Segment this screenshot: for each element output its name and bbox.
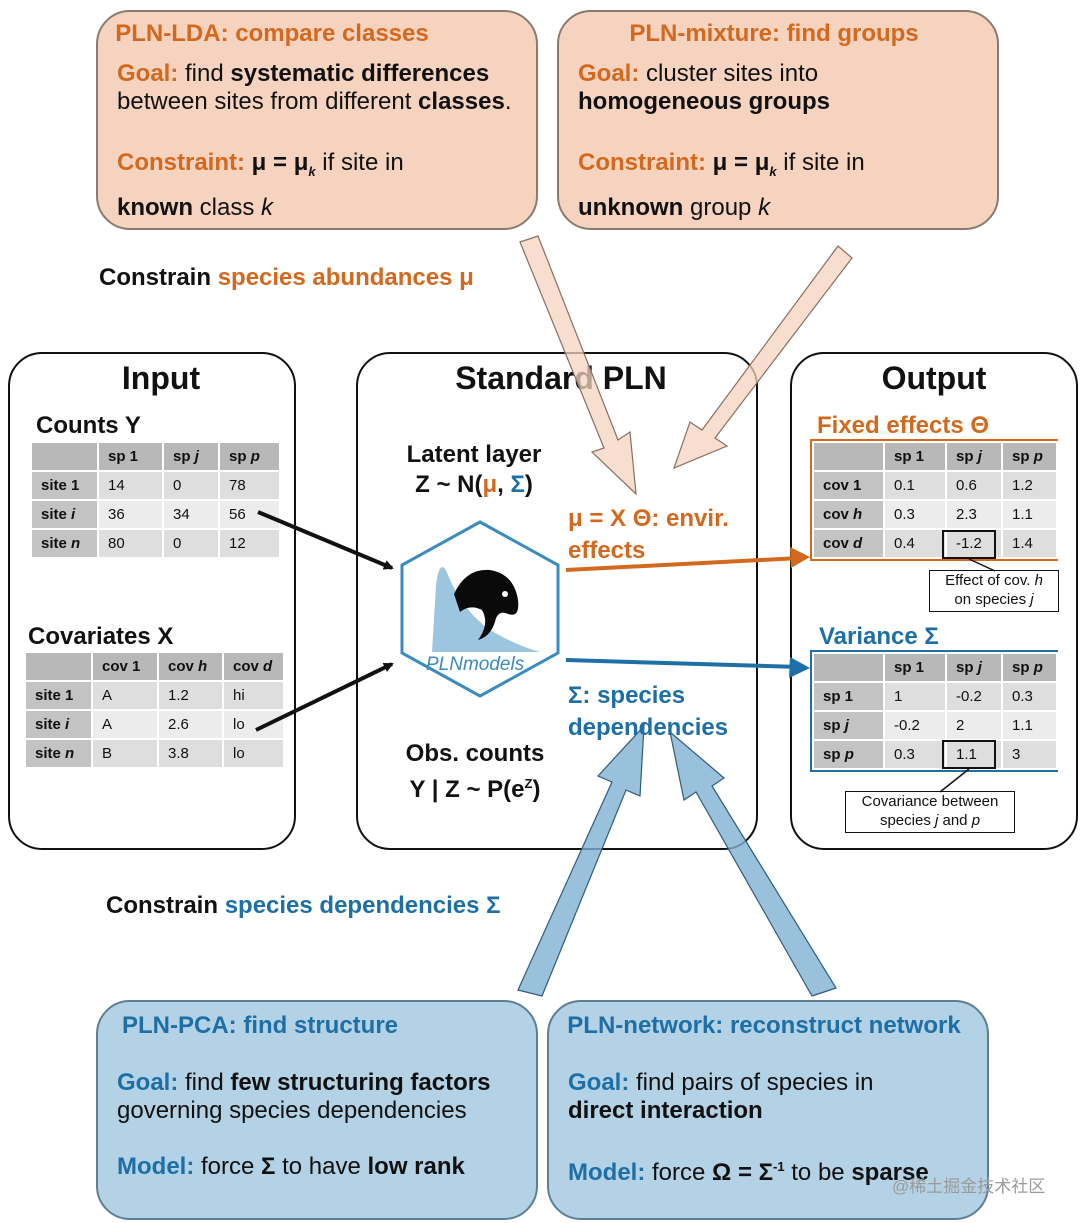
- output-title: Output: [881, 360, 987, 396]
- fixed-effect-note: Effect of cov. h on species j: [929, 570, 1059, 612]
- constrain-sigma-label: Constrain species dependencies Σ: [106, 892, 501, 919]
- pln-network-model: Model: force Ω = Σ-1 to be sparse: [568, 1159, 929, 1186]
- pln-lda-goal: Goal: find systematic differences betwee…: [117, 60, 512, 115]
- arrow-counts-to-pln: [257, 510, 394, 570]
- plnmodels-logo-text: PLNmodels: [426, 654, 525, 675]
- arrowhead-variance: [789, 657, 810, 678]
- variance-note-pointer: [939, 768, 970, 793]
- counts-title: Counts Y: [36, 412, 141, 439]
- pln-mixture-constraint: Constraint: μ = μk if site in unknown gr…: [578, 149, 865, 221]
- pln-network-box: [547, 1000, 989, 1220]
- pln-pca-goal: Goal: find few structuring factors gover…: [117, 1069, 491, 1124]
- pln-lda-title: PLN-LDA: compare classes: [115, 20, 429, 47]
- arrow-to-fixed-effects: [565, 556, 801, 572]
- pln-pca-title: PLN-PCA: find structure: [122, 1012, 398, 1039]
- variance-note: Covariance between species j and p: [845, 791, 1015, 833]
- variance-highlight-cell: [942, 740, 996, 769]
- pln-lda-constraint: Constraint: μ = μk if site in known clas…: [117, 149, 404, 221]
- arrow-covariates-to-pln: [255, 662, 394, 732]
- constrain-mu-label: Constrain species abundances μ: [99, 264, 474, 291]
- standard-pln-title: Standard PLN: [455, 360, 667, 396]
- pln-lda-box: [96, 10, 538, 230]
- fixed-effects-title: Fixed effects Θ: [817, 412, 990, 439]
- fixed-highlight-cell: [942, 530, 996, 559]
- pln-pca-box: [96, 1000, 538, 1220]
- envir-effects-label: μ = X Θ: envir. effects: [568, 505, 729, 564]
- pln-mixture-box: [557, 10, 999, 230]
- arrow-to-variance: [565, 658, 801, 669]
- pln-mixture-goal: Goal: cluster sites into homogeneous gro…: [578, 60, 830, 115]
- input-title: Input: [121, 360, 201, 396]
- arrow-mixture-to-mu: [672, 245, 853, 470]
- pln-network-goal: Goal: find pairs of species in direct in…: [568, 1069, 874, 1124]
- variance-title: Variance Σ: [819, 623, 939, 650]
- pln-pca-model: Model: force Σ to have low rank: [117, 1153, 465, 1180]
- arrow-lda-to-mu: [519, 235, 637, 496]
- species-dependencies-label: Σ: species dependencies: [568, 682, 729, 741]
- latent-layer: Latent layer Z ~ N(μ, Σ): [406, 441, 542, 498]
- covariates-title: Covariates X: [28, 623, 174, 650]
- arrow-pca-to-sigma: [517, 724, 645, 997]
- arrowhead-fixed-effects: [790, 547, 810, 568]
- fixed-note-pointer: [968, 558, 996, 572]
- watermark: @稀土掘金技术社区: [892, 1177, 1046, 1196]
- arrow-network-to-sigma: [669, 730, 837, 997]
- obs-counts: Obs. counts Y | Z ~ P(eZ): [405, 740, 545, 803]
- pln-mixture-title: PLN-mixture: find groups: [629, 20, 919, 47]
- pln-network-title: PLN-network: reconstruct network: [567, 1012, 961, 1039]
- plnmodels-logo: [400, 520, 560, 698]
